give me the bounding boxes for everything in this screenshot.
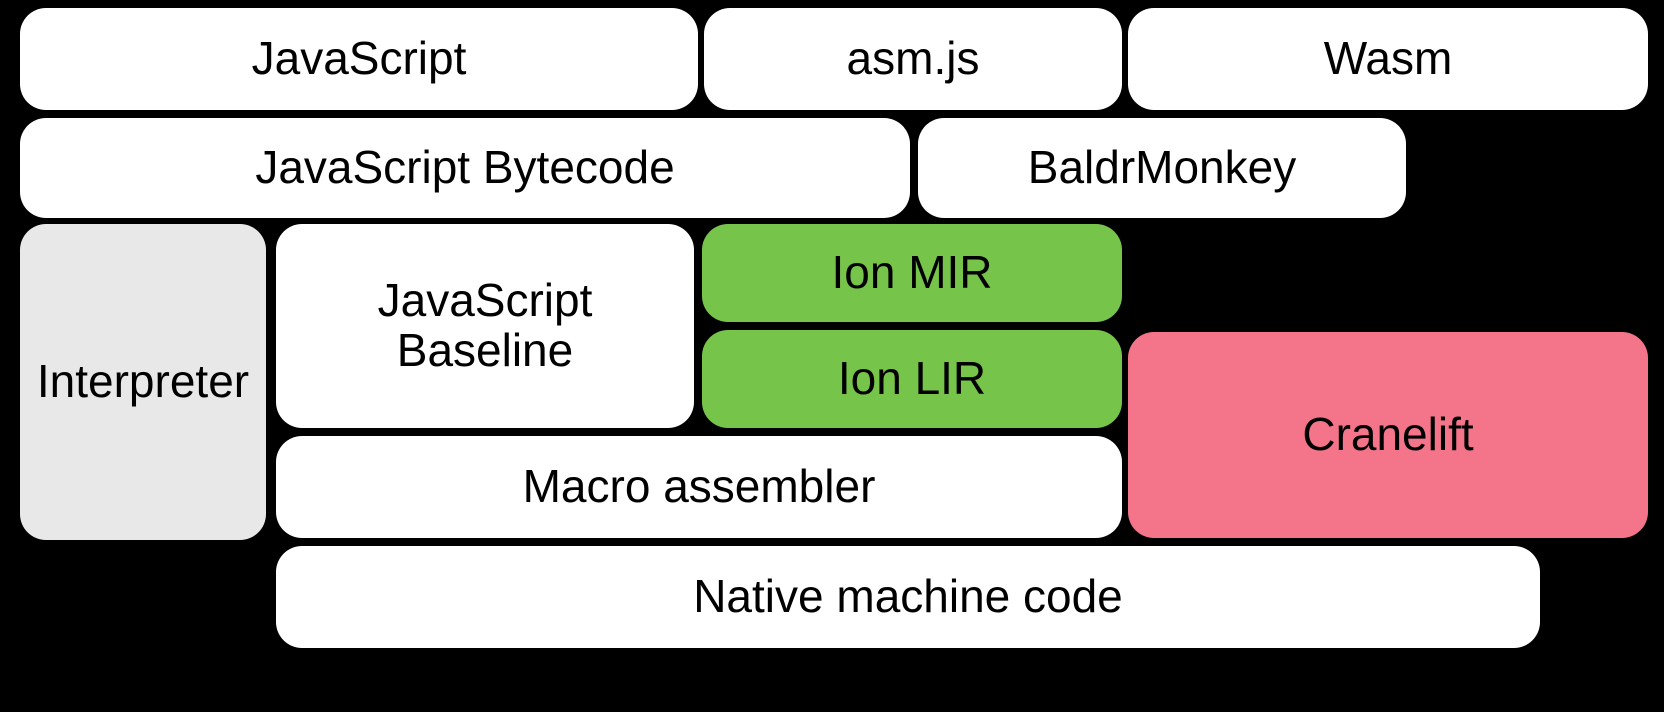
node-wasm: Wasm	[1128, 8, 1648, 110]
node-cranelift: Cranelift	[1128, 332, 1648, 538]
node-ion-mir: Ion MIR	[702, 224, 1122, 322]
node-asm-js: asm.js	[704, 8, 1122, 110]
node-baldrmonkey: BaldrMonkey	[918, 118, 1406, 218]
node-native-machine-code: Native machine code	[276, 546, 1540, 648]
node-javascript: JavaScript	[20, 8, 698, 110]
node-ion-lir: Ion LIR	[702, 330, 1122, 428]
node-javascript-baseline: JavaScript Baseline	[276, 224, 694, 428]
node-macro-assembler: Macro assembler	[276, 436, 1122, 538]
node-javascript-bytecode: JavaScript Bytecode	[20, 118, 910, 218]
node-interpreter: Interpreter	[20, 224, 266, 540]
